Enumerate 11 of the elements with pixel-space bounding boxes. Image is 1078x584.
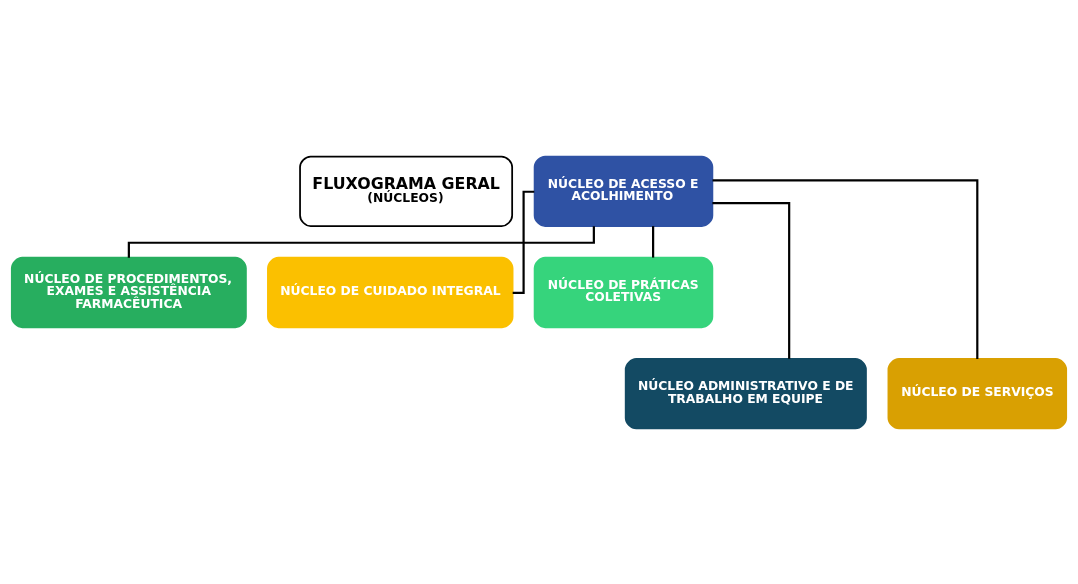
connector (712, 201, 791, 359)
node-box: NÚCLEO DE PROCEDIMENTOS, EXAMES E ASSISTÊNCIA FARMACÊUTICA (10, 256, 247, 328)
connector (652, 225, 655, 258)
node-box: FLUXOGRAMA GERAL (NÚCLEOS) (299, 155, 514, 227)
node-box: NÚCLEO DE ACESSO E ACOLHIMENTO (533, 155, 714, 227)
node-box: NÚCLEO DE SERVIÇOS (887, 357, 1068, 429)
node-box: NÚCLEO DE CUIDADO INTEGRAL (267, 256, 514, 328)
connector (712, 178, 979, 359)
node-box: NÚCLEO DE PRÁTICAS COLETIVAS (533, 256, 714, 328)
connector (512, 190, 535, 294)
node-box: NÚCLEO ADMINISTRATIVO E DE TRABALHO EM EQUIPE (624, 357, 867, 429)
